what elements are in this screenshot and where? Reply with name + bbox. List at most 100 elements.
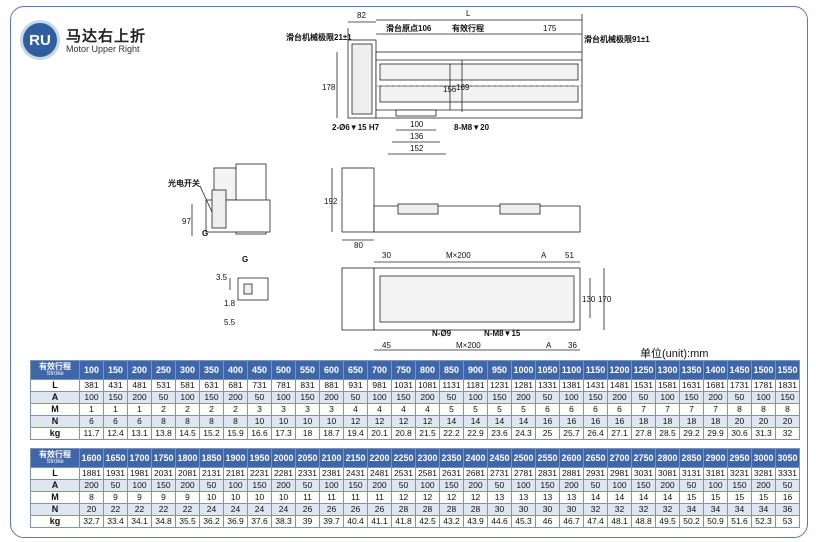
dim-169: 169 [456, 83, 470, 92]
row-label: kg [30, 427, 80, 440]
table-cell: 47.4 [583, 515, 608, 528]
table-cell: 781 [271, 379, 296, 392]
table-cell: 1481 [607, 379, 632, 392]
table-cell: 19.4 [343, 427, 368, 440]
table-cell: 12 [415, 491, 440, 504]
table-cell: 6 [127, 415, 152, 428]
table-cell: 2931 [583, 467, 608, 480]
table-cell: 34.8 [151, 515, 176, 528]
table-cell: 1431 [583, 379, 608, 392]
label-stroke: 有效行程 [452, 23, 484, 33]
table-cell: 200 [319, 391, 344, 404]
table-cell: 26 [367, 503, 392, 516]
table-cell: 1381 [559, 379, 584, 392]
table-cell: 8 [223, 415, 248, 428]
table-cell: 3281 [751, 467, 776, 480]
table-cell: 49.5 [655, 515, 680, 528]
table-cell: 50 [295, 479, 320, 492]
table-cell: 200 [511, 391, 536, 404]
table-cell: 26 [319, 503, 344, 516]
table-cell: 2281 [271, 467, 296, 480]
label-hole-left: 2-Ø6▼15 H7 [332, 123, 380, 132]
table-cell: 30 [511, 503, 536, 516]
table-cell: 20 [727, 415, 752, 428]
table-cell: 53 [775, 515, 800, 528]
table-cell: 27.1 [607, 427, 632, 440]
table-cell: 50 [247, 391, 272, 404]
table-cell: 981 [367, 379, 392, 392]
table-cell: 1 [103, 403, 128, 416]
table-cell: 28 [391, 503, 416, 516]
table-cell: 20 [79, 503, 104, 516]
row-label: A [30, 391, 80, 404]
stroke-cell: 700 [367, 360, 392, 380]
label-G-detail: G [242, 255, 248, 264]
table-cell: 15 [703, 491, 728, 504]
table-cell: 2531 [391, 467, 416, 480]
stroke-cell: 1850 [199, 448, 224, 468]
table-cell: 14 [439, 415, 464, 428]
table-cell: 150 [679, 391, 704, 404]
stroke-cell: 1300 [655, 360, 680, 380]
row-label: L [30, 379, 80, 392]
table-cell: 150 [247, 479, 272, 492]
table-cell: 7 [703, 403, 728, 416]
table-cell: 22 [175, 503, 200, 516]
dim-192: 192 [324, 197, 338, 206]
table-cell: 30.6 [727, 427, 752, 440]
table-cell: 3231 [727, 467, 752, 480]
table-cell: 28 [439, 503, 464, 516]
table-cell: 2 [199, 403, 224, 416]
table-cell: 150 [631, 479, 656, 492]
table-cell: 22 [151, 503, 176, 516]
stroke-cell: 300 [175, 360, 200, 380]
table-cell: 100 [319, 479, 344, 492]
table-cell: 2331 [295, 467, 320, 480]
top-view: 82 L 滑台原点106 有效行程 175 滑台机械极限21±1 滑台机械极限9… [286, 9, 650, 155]
table-cell: 50 [391, 479, 416, 492]
table-cell: 14 [583, 491, 608, 504]
table-cell: 381 [79, 379, 104, 392]
table-cell: 7 [655, 403, 680, 416]
stroke-header-en: Stroke [46, 459, 64, 465]
table-cell: 26.4 [583, 427, 608, 440]
dim-3-5: 3.5 [216, 273, 228, 282]
table-cell: 7 [631, 403, 656, 416]
stroke-cell: 3000 [751, 448, 776, 468]
row-label: A [30, 479, 80, 492]
row-label: N [30, 415, 80, 428]
stroke-header-cn: 有效行程 [39, 362, 71, 371]
plan-view: 30 M×200 A 51 130 170 45 M×200 A 36 N-Ø9… [341, 251, 612, 351]
table-cell: 16 [775, 491, 800, 504]
table-cell: 1131 [439, 379, 464, 392]
table-cell: 200 [415, 391, 440, 404]
stroke-cell: 850 [439, 360, 464, 380]
dim-L: L [466, 9, 471, 18]
dim-30: 30 [382, 251, 391, 260]
table-cell: 22.2 [439, 427, 464, 440]
table-cell: 40.4 [343, 515, 368, 528]
table-cell: 12 [391, 415, 416, 428]
table-cell: 200 [703, 391, 728, 404]
stroke-cell: 950 [487, 360, 512, 380]
dim-152: 152 [410, 144, 424, 153]
table-cell: 14 [511, 415, 536, 428]
table-cell: 5 [439, 403, 464, 416]
stroke-cell: 2550 [535, 448, 560, 468]
stroke-cell: 2000 [271, 448, 296, 468]
dim-A-top: A [541, 251, 547, 260]
table-cell: 1581 [655, 379, 680, 392]
table-cell: 1781 [751, 379, 776, 392]
table-cell: 50.2 [679, 515, 704, 528]
table-cell: 1 [127, 403, 152, 416]
table-cell: 731 [247, 379, 272, 392]
table-cell: 200 [655, 479, 680, 492]
table-cell: 31.3 [751, 427, 776, 440]
table-cell: 32 [655, 503, 680, 516]
table-cell: 12 [415, 415, 440, 428]
table-cell: 32 [607, 503, 632, 516]
